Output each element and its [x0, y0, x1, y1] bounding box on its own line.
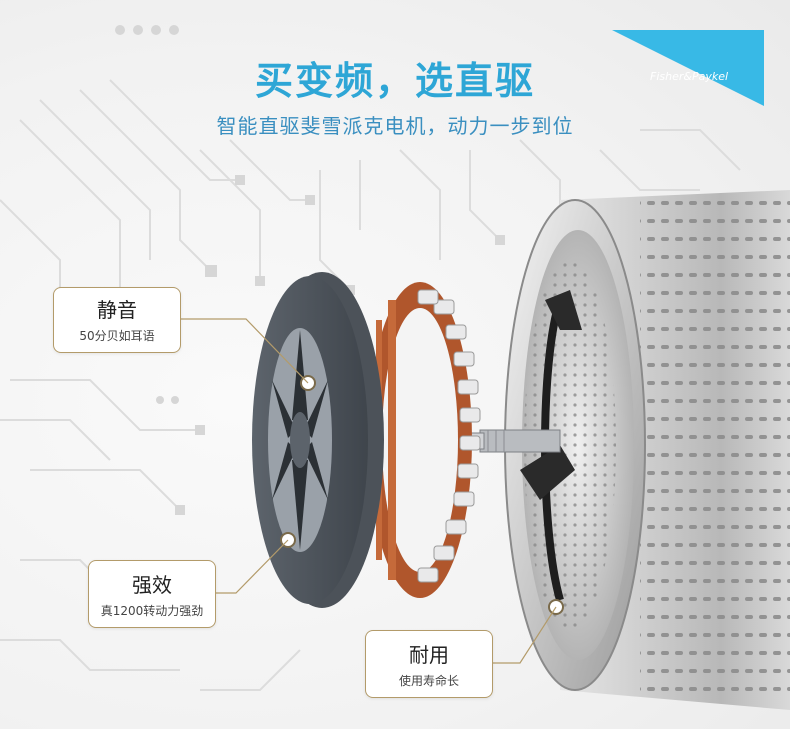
callout-quiet-subtitle: 50分贝如耳语	[79, 329, 155, 343]
drum	[504, 190, 790, 710]
callout-durable: 耐用 使用寿命长	[365, 630, 493, 698]
brand-logo: Fisher&Paykel	[612, 30, 764, 106]
brand-logo-text: Fisher&Paykel	[650, 70, 729, 83]
callout-quiet-title: 静音	[97, 298, 137, 322]
brand-logo-background	[612, 30, 764, 106]
callout-power-title: 强效	[132, 573, 172, 597]
callout-quiet: 静音 50分贝如耳语	[53, 287, 181, 353]
headline: 买变频，选直驱	[254, 59, 535, 103]
callout-durable-subtitle: 使用寿命长	[398, 674, 459, 688]
callout-durable-title: 耐用	[409, 643, 449, 667]
rotor	[252, 272, 384, 608]
stator	[368, 282, 481, 598]
callout-power-subtitle: 真1200转动力强劲	[100, 604, 204, 618]
subheadline: 智能直驱斐雪派克电机，动力一步到位	[216, 114, 574, 138]
callout-leaders	[180, 318, 557, 664]
drive-shaft	[469, 429, 561, 453]
callout-power: 强效 真1200转动力强劲	[88, 560, 216, 628]
